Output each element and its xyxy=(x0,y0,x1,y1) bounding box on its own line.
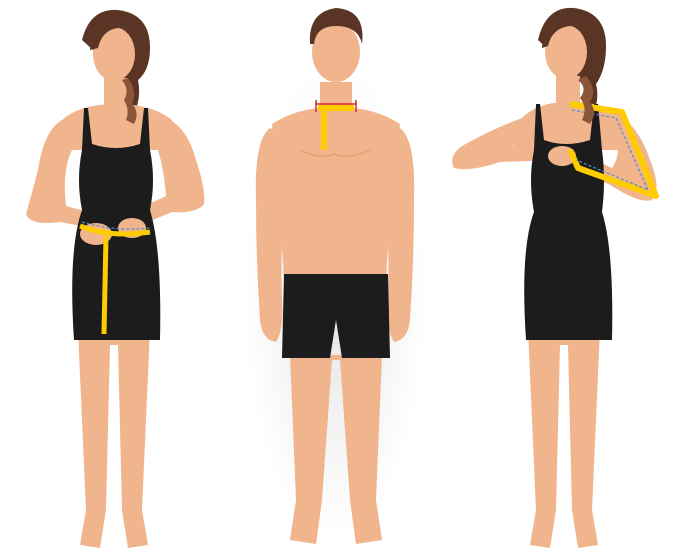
woman-waist-figure xyxy=(26,10,204,548)
man-neck-figure xyxy=(245,8,425,544)
woman1-shoulders xyxy=(56,104,176,150)
woman1-legs xyxy=(78,330,150,548)
man-torso xyxy=(272,108,400,280)
woman-arm-figure xyxy=(452,8,656,548)
woman3-legs xyxy=(528,330,600,548)
